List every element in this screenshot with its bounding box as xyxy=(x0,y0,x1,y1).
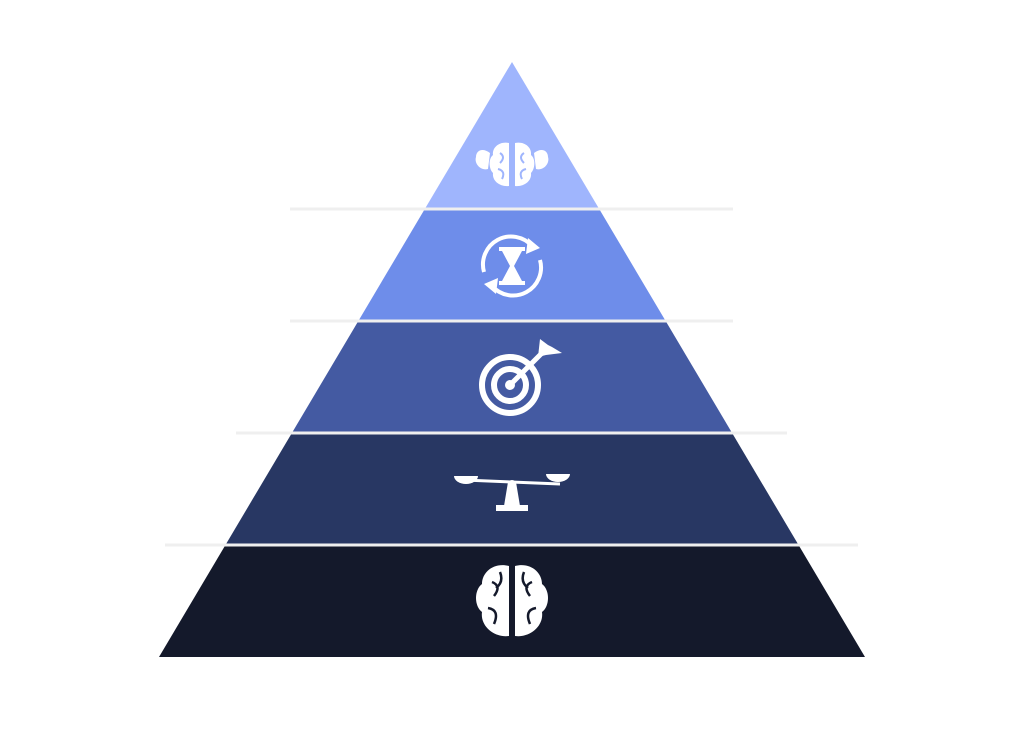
strong-brain-icon xyxy=(475,142,549,187)
pyramid-level-5 xyxy=(159,546,865,657)
pyramid-level-3 xyxy=(292,322,732,432)
pyramid-level-1 xyxy=(425,62,599,208)
brain-icon xyxy=(476,565,548,637)
balance-scale-icon xyxy=(454,474,570,511)
separator-lines xyxy=(165,207,858,547)
pyramid-icons xyxy=(454,142,570,637)
target-arrow-icon xyxy=(479,339,562,416)
hourglass-cycle-icon xyxy=(480,234,544,298)
